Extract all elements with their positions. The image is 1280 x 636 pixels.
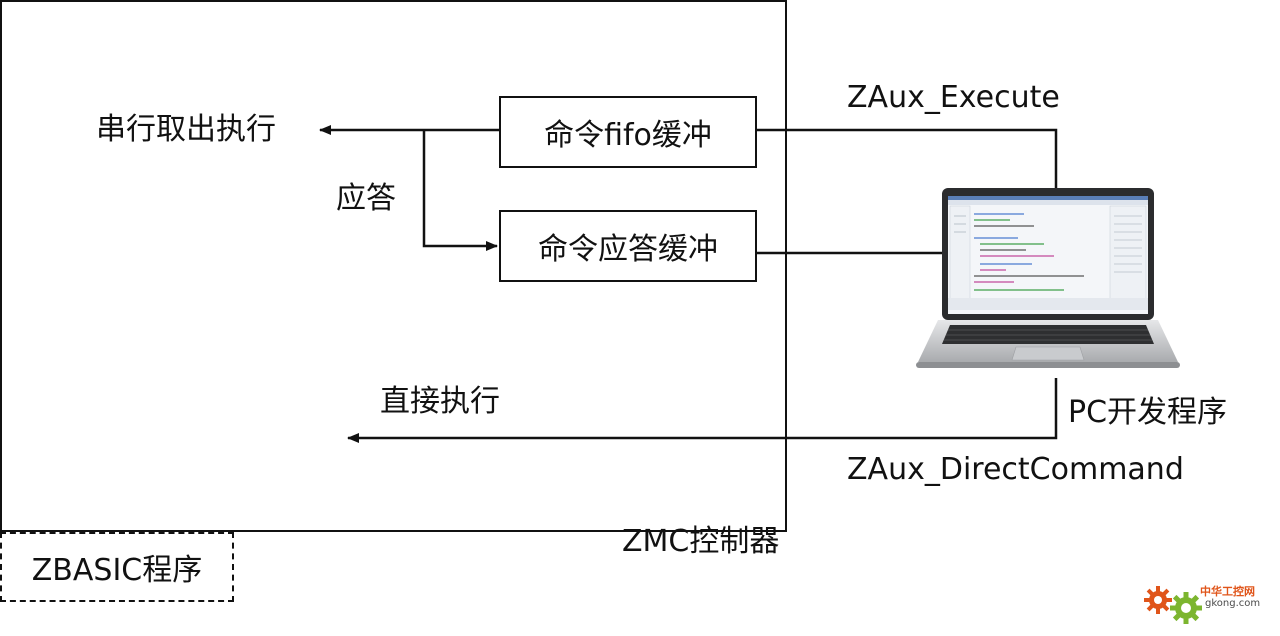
serial-exec-label: 串行取出执行 bbox=[96, 112, 276, 147]
pc-program-label: PC开发程序 bbox=[1068, 395, 1228, 430]
line-execute bbox=[756, 128, 1058, 188]
controller-label: ZMC控制器 bbox=[622, 524, 780, 559]
laptop-icon bbox=[916, 188, 1180, 368]
zbasic-program-label: ZBASIC程序 bbox=[31, 553, 203, 588]
watermark-url: gkong.com bbox=[1205, 598, 1261, 609]
watermark-site-name: 中华工控网 bbox=[1200, 585, 1255, 598]
fifo-buffer-label: 命令fifo缓冲 bbox=[544, 118, 712, 153]
reply-buffer-label: 命令应答缓冲 bbox=[538, 232, 718, 267]
fifo-buffer-box: 命令fifo缓冲 bbox=[499, 96, 757, 168]
direct-exec-label: 直接执行 bbox=[380, 384, 500, 419]
reply-label: 应答 bbox=[336, 181, 396, 216]
gkong-logo-icon bbox=[1144, 586, 1202, 624]
zbasic-program-box: ZBASIC程序 bbox=[0, 532, 234, 602]
controller-boundary bbox=[0, 0, 787, 532]
zaux-direct-command-label: ZAux_DirectCommand bbox=[847, 452, 1184, 487]
zaux-execute-label: ZAux_Execute bbox=[847, 80, 1060, 115]
arrow-direct-command bbox=[347, 378, 1058, 443]
arrow-reply-to-buffer bbox=[422, 130, 498, 251]
reply-buffer-box: 命令应答缓冲 bbox=[499, 210, 757, 282]
